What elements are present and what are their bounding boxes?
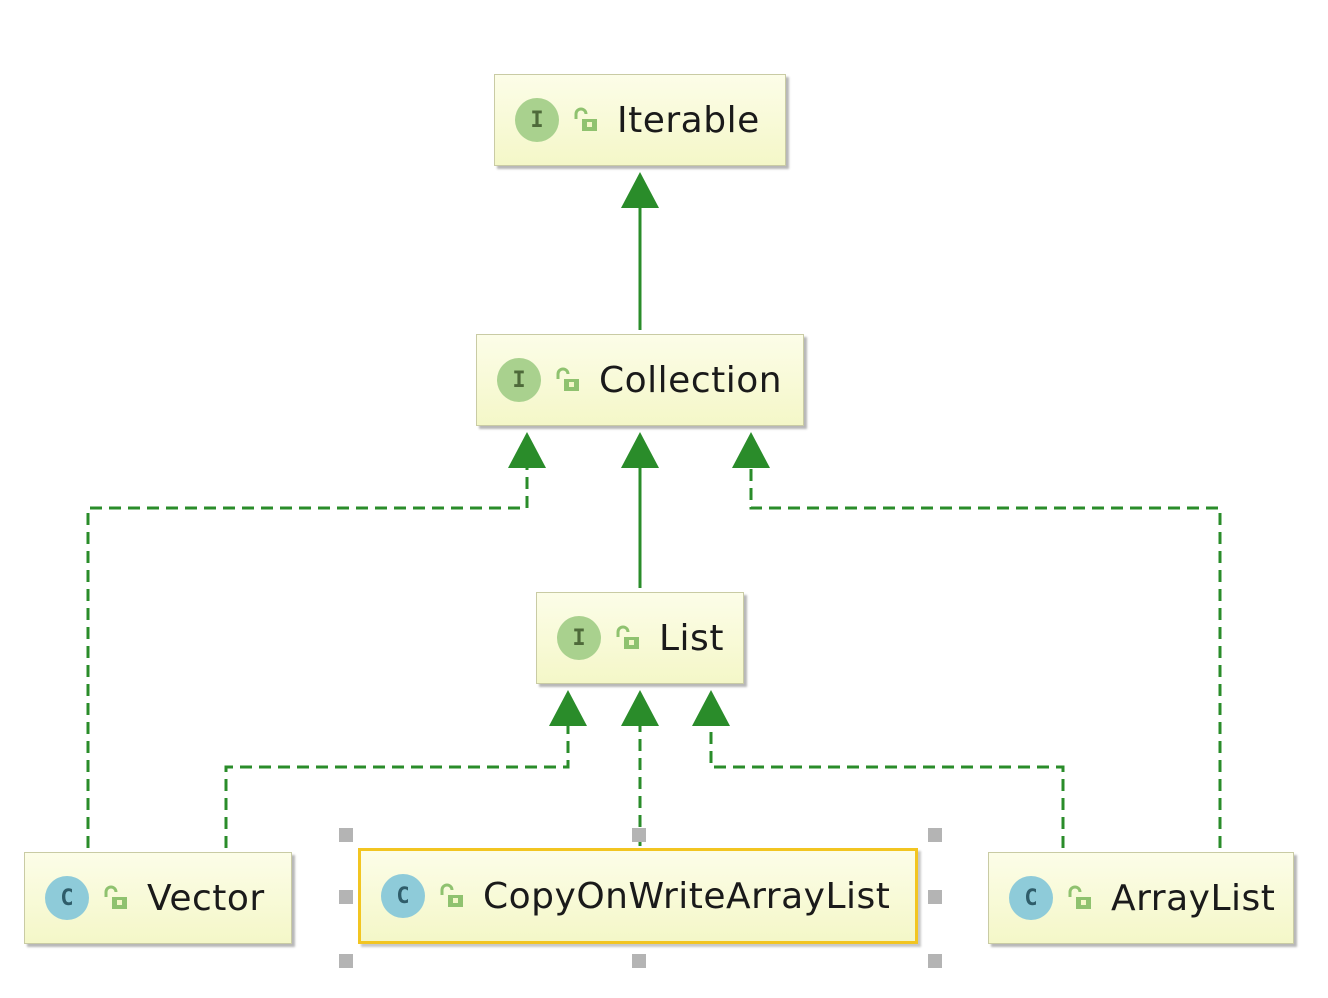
interface-badge-icon: I xyxy=(557,616,601,660)
selection-handle[interactable] xyxy=(339,828,353,842)
edge-arraylist-to-collection xyxy=(749,466,1222,848)
selection-handle[interactable] xyxy=(632,954,646,968)
arrowhead-list-to-collection xyxy=(621,432,659,468)
lock-icon xyxy=(574,107,597,131)
class-badge-icon: C xyxy=(45,876,89,920)
lock-icon xyxy=(1068,885,1091,909)
selection-handle[interactable] xyxy=(339,890,353,904)
edge-arraylist-to-list xyxy=(709,724,1065,848)
node-collection[interactable]: I Collection xyxy=(476,334,804,426)
arrowhead-collection-to-iterable xyxy=(621,172,659,208)
selection-handle[interactable] xyxy=(928,954,942,968)
node-vector[interactable]: C Vector xyxy=(24,852,292,944)
arrowhead-arraylist-to-collection xyxy=(732,432,770,468)
lock-icon xyxy=(440,883,463,907)
node-label: Vector xyxy=(147,877,265,919)
selection-handle[interactable] xyxy=(928,890,942,904)
node-list[interactable]: I List xyxy=(536,592,744,684)
selection-handle[interactable] xyxy=(339,954,353,968)
selection-handle[interactable] xyxy=(632,828,646,842)
class-badge-icon: C xyxy=(1009,876,1053,920)
arrowhead-cowal-to-list xyxy=(621,690,659,726)
arrowhead-vector-to-list xyxy=(549,690,587,726)
edge-vector-to-list xyxy=(224,724,570,848)
node-label: List xyxy=(659,617,724,659)
class-badge-icon: C xyxy=(381,874,425,918)
node-arraylist[interactable]: C ArrayList xyxy=(988,852,1294,944)
node-label: ArrayList xyxy=(1111,877,1276,919)
node-copyonwritearraylist[interactable]: C CopyOnWriteArrayList xyxy=(358,848,918,944)
lock-icon xyxy=(616,625,639,649)
arrowhead-arraylist-to-list xyxy=(692,690,730,726)
selection-handle[interactable] xyxy=(928,828,942,842)
interface-badge-icon: I xyxy=(497,358,541,402)
edge-vector-to-collection xyxy=(86,466,529,848)
node-label: Collection xyxy=(599,359,783,401)
node-iterable[interactable]: I Iterable xyxy=(494,74,786,166)
node-label: Iterable xyxy=(617,99,760,141)
arrowhead-vector-to-collection xyxy=(508,432,546,468)
lock-icon xyxy=(104,885,127,909)
interface-badge-icon: I xyxy=(515,98,559,142)
lock-icon xyxy=(556,367,579,391)
node-label: CopyOnWriteArrayList xyxy=(483,875,891,917)
